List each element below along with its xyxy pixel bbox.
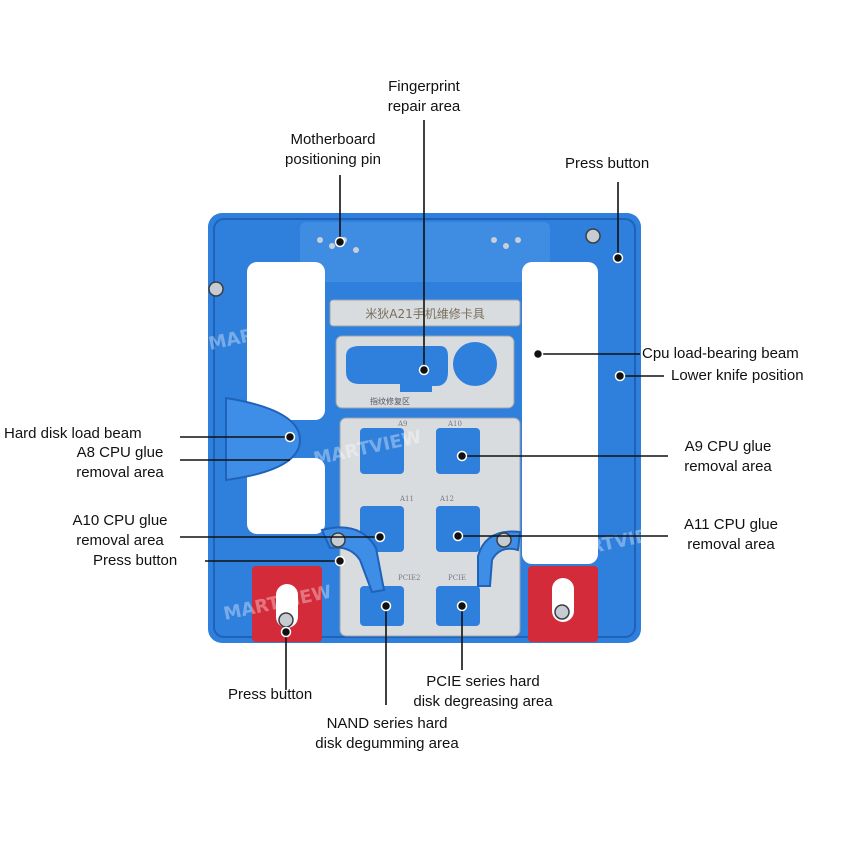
left-upper-window [247, 262, 325, 420]
hard-disk-beam-label: Hard disk load beam [4, 425, 142, 442]
a11-label: A11 CPU glue removal area [661, 515, 801, 555]
nand-label: NAND series hard disk degumming area [290, 714, 484, 754]
top-rail [300, 222, 550, 282]
label-line: NAND series hard [326, 715, 448, 732]
nameplate-text: 米狄A21手机维修卡具 [365, 306, 484, 321]
label-line: removal area [684, 458, 772, 475]
left-lower-window [247, 458, 325, 534]
label-line: removal area [76, 532, 164, 549]
label-line: disk degumming area [315, 735, 459, 752]
label-line: PCIE series hard [426, 673, 540, 690]
slot-label-a10: A10 [447, 420, 462, 428]
fingerprint-repair-label: Fingerprint repair area [352, 77, 496, 117]
label-line: Motherboard [290, 131, 376, 148]
positioning-pin-group-right [491, 237, 521, 249]
leader-lines [180, 120, 668, 705]
screws [208, 228, 601, 628]
press-button-label-top-right: Press button [565, 155, 650, 172]
fingerprint-plate-label: 指纹修复区 [370, 396, 410, 406]
a8-label: A8 CPU glue removal area [50, 443, 190, 483]
motherboard-pin-label: Motherboard positioning pin [258, 130, 408, 170]
label-line: A8 CPU glue [76, 444, 164, 461]
a10-label: A10 CPU glue removal area [50, 511, 190, 551]
nameplate [329, 299, 521, 327]
fingerprint-round-cutout [453, 342, 497, 386]
right-window [522, 262, 598, 564]
leader-dots [280, 236, 626, 638]
press-button-label-bottom: Press button [228, 686, 313, 703]
label-line: repair area [387, 98, 461, 115]
label-line: disk degreasing area [413, 693, 553, 710]
cpu-beam-label: Cpu load-bearing beam [642, 345, 799, 362]
slot-label-a11: A11 [399, 495, 414, 503]
slot-label-pcie: PCIE [448, 574, 466, 582]
fingerprint-cutout [346, 346, 448, 392]
label-line: A10 CPU glue [72, 512, 168, 529]
label-line: positioning pin [285, 151, 381, 168]
label-line: Fingerprint [388, 78, 460, 95]
label-line: removal area [76, 464, 164, 481]
press-button-label-left: Press button [93, 552, 178, 569]
label-line: A11 CPU glue [684, 516, 778, 533]
slot-label-pcie2: PCIE2 [398, 574, 420, 582]
pcie-label: PCIE series hard disk degreasing area [388, 672, 578, 712]
lower-knife-label: Lower knife position [671, 367, 804, 384]
label-line: removal area [687, 536, 775, 553]
a9-label: A9 CPU glue removal area [658, 437, 798, 477]
slot-label-a12: A12 [439, 495, 454, 503]
slot-label-a9: A9 [397, 420, 408, 428]
label-line: A9 CPU glue [684, 438, 772, 455]
